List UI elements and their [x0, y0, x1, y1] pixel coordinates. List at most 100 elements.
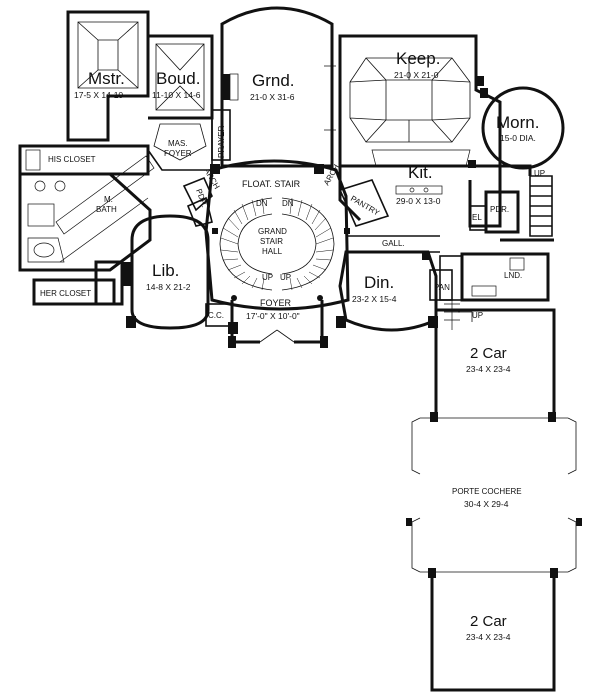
- dining-column-3: [428, 316, 438, 328]
- master-suite: [18, 10, 231, 306]
- label-his-closet: HIS CLOSET: [48, 155, 96, 164]
- lower-garage-column-r: [550, 568, 558, 578]
- morning-room-wall: [481, 86, 565, 170]
- master-foyer-ceiling: [153, 123, 207, 161]
- room-name-garage-2: 2 Car: [470, 613, 507, 630]
- keeping-octagon-ceiling: [349, 57, 471, 143]
- label-powder-left: PDR.: [194, 188, 209, 209]
- hall-column-1: [210, 164, 220, 174]
- garage-step: [458, 311, 473, 322]
- label-mas-foyer-1: MAS.: [168, 139, 188, 148]
- bath-sink-1: [34, 180, 46, 192]
- label-coat-closet: C.C.: [208, 311, 224, 320]
- hall-column-3: [212, 228, 218, 234]
- room-name-porte-cochere: PORTE COCHERE: [452, 487, 522, 496]
- room-dim-grand: 21-0 X 31-6: [250, 92, 295, 102]
- foyer-column-se: [320, 336, 328, 348]
- bath-sink-2: [54, 180, 66, 192]
- morning-column: [480, 88, 488, 98]
- shower: [27, 203, 55, 227]
- room-dim-garage-1: 23-4 X 23-4: [466, 364, 511, 374]
- porte-cochere-top: [411, 417, 577, 475]
- room-name-master: Mstr.: [88, 69, 125, 88]
- gallery-wall: [346, 235, 440, 253]
- label-prayer: PRAYER: [217, 125, 226, 158]
- porte-cochere-bottom: [411, 517, 577, 573]
- right-stair-inner: [281, 213, 317, 275]
- upper-garage-column-r: [548, 412, 556, 422]
- label-gallery: GALL.: [382, 239, 405, 248]
- tub: [27, 237, 65, 263]
- label-powder-right: PDR.: [490, 205, 509, 214]
- grand-fireplace: [222, 74, 230, 100]
- left-stair-treads: [220, 197, 265, 291]
- porte-column-r: [576, 518, 582, 526]
- his-closet-rod: [25, 149, 41, 171]
- master-bath-wall: [18, 172, 152, 272]
- room-dim-master: 17-5 X 14-10: [74, 90, 123, 100]
- room-dim-garage-2: 23-4 X 23-4: [466, 632, 511, 642]
- grand-bay-mullions: [324, 65, 336, 131]
- label-float-stair: FLOAT. STAIR: [242, 179, 301, 189]
- room-name-boudoir: Boud.: [156, 69, 200, 88]
- library: [122, 176, 238, 334]
- right-stair-outer: [281, 197, 335, 291]
- her-closet-wall: [32, 278, 116, 306]
- label-mas-foyer-2: FOYER: [164, 149, 192, 158]
- stair-hall-wall: [204, 159, 350, 311]
- label-m-bath-1: M.: [104, 195, 113, 204]
- pan-wall: [429, 269, 453, 301]
- library-vestibule: [182, 176, 213, 212]
- hall-column-2: [314, 164, 324, 174]
- left-stair-outer: [219, 197, 273, 291]
- library-wall: [130, 214, 210, 330]
- hall-column-4: [344, 228, 350, 234]
- grand-hearth: [229, 73, 239, 101]
- keeping-column-se: [468, 160, 476, 168]
- room-dim-boudoir: 11-10 X 14-6: [152, 90, 201, 100]
- library-column-sw: [126, 316, 136, 328]
- room-dim-dining: 23-2 X 15-4: [352, 294, 397, 304]
- room-name-dining: Din.: [364, 273, 394, 292]
- room-name-foyer: FOYER: [260, 298, 292, 308]
- elevator-wall: [469, 205, 487, 231]
- kitchen-counter: [395, 185, 443, 195]
- lower-garage-column-l: [428, 568, 436, 578]
- morning-room: [480, 86, 565, 170]
- grand-stair-hall: [204, 159, 350, 311]
- keeping-kitchen: [338, 34, 502, 228]
- room-dim-keeping: 21-0 X 21-0: [394, 70, 439, 80]
- label-m-bath-2: BATH: [96, 205, 117, 214]
- hall-column-5: [231, 295, 237, 301]
- service-hall-wall: [500, 164, 554, 242]
- cooktop-burner-1: [409, 187, 415, 193]
- service-area: [439, 164, 554, 330]
- porte-cochere: [406, 517, 582, 573]
- label-pan: PAN: [434, 283, 450, 292]
- room-dim-kitchen: 29-0 X 13-0: [396, 196, 441, 206]
- room-name-garage-1: 2 Car: [470, 345, 507, 362]
- tub-basin: [33, 242, 55, 258]
- room-name-morning: Morn.: [496, 113, 539, 132]
- label-her-closet: HER CLOSET: [40, 289, 91, 298]
- room-name-grand: Grnd.: [252, 71, 295, 90]
- label-laundry: LND.: [504, 271, 522, 280]
- cooktop-burner-2: [423, 187, 429, 193]
- kitchen-island: [371, 149, 471, 167]
- master-tray-ceiling: [77, 21, 139, 89]
- library-fireplace: [122, 262, 132, 286]
- room-dim-library: 14-8 X 21-2: [146, 282, 191, 292]
- master-east-closet-wall: [94, 260, 124, 306]
- label-grand-2: STAIR: [260, 237, 283, 246]
- service-stair: [529, 175, 553, 237]
- label-dn-left: DN: [256, 199, 268, 208]
- label-up-garage: UP: [472, 311, 483, 320]
- hall-column-6: [317, 295, 323, 301]
- master-bedroom-wall: [66, 10, 150, 142]
- upper-garage: [411, 308, 577, 475]
- library-powder: [186, 196, 213, 227]
- label-up-right: UP: [280, 273, 291, 282]
- room-dim-porte-cochere: 30-4 X 29-4: [464, 499, 509, 509]
- upper-garage-wall: [434, 308, 556, 418]
